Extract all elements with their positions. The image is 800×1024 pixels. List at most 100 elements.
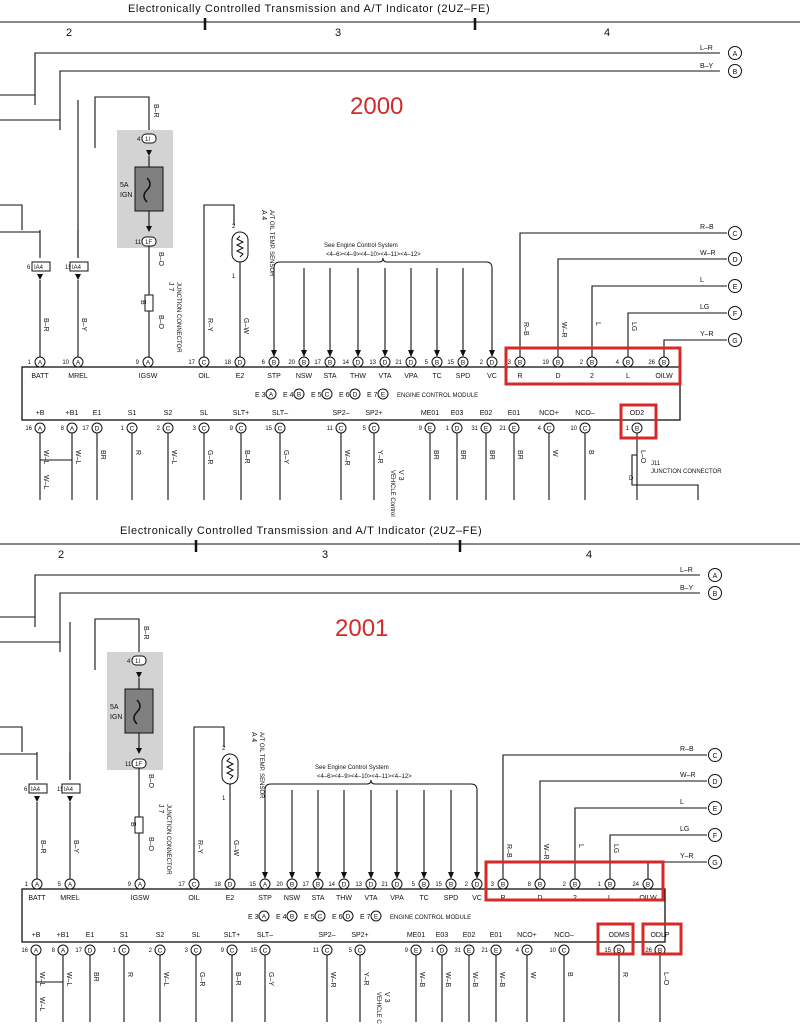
connector-pin-letter: B [646,881,650,888]
ecm-terminal-label: SL [192,932,201,939]
component-id: V 3 [383,992,390,1003]
ecm-terminal-label: SPD [444,895,458,902]
connector-circle: C [728,226,742,240]
connector-pin-letter: E [484,425,489,432]
wire-color-label: BR [459,450,466,460]
connector-pin-letter: B [635,425,639,432]
ecm-terminal-label: E01 [490,932,503,939]
see-ecs-pages: <4–6><4–9><4–10><4–11><4–12> [317,774,412,780]
ecm-terminal-label: SP2+ [351,932,368,939]
connector-circle: E [728,279,742,293]
connector-label: IA4 [64,787,74,793]
ecm-terminal-label: IGSW [131,895,150,902]
wire-color-label: W–R [560,322,567,338]
connector-circle: A [728,46,742,60]
pin-number: 17 [302,882,309,888]
component-name: VEHICLE Control [389,470,395,517]
ecm-connector-letter-letter: D [353,391,358,398]
connector-pin-letter: C [525,947,530,954]
wire-color-label: R–B [522,322,529,336]
wire-color-label: R [126,972,133,977]
connector-pin-letter: C [158,947,163,954]
ecm-connector-letter-letter: A [262,913,267,920]
pin-number: 6 [24,787,28,793]
pin-number: 5 [58,882,62,888]
wire-color-label: W [551,450,558,457]
connector-pin-letter: D [95,425,100,432]
connector-pin-letter: C [194,947,199,954]
component-id: V 3 [397,470,404,481]
zone-number: 3 [335,27,341,39]
connector-pin-letter: D [238,359,243,366]
ecm-terminal-label: D [555,373,560,380]
connector-pin: A [34,422,46,434]
connector-pin: D [405,356,417,368]
wire-color-label: W [529,972,536,979]
highlight-box [596,922,635,956]
ecm-connector-letter: D [349,388,361,400]
wire-color-label: B–Y [700,63,714,70]
pin-number: 1 [598,882,602,888]
ecm-terminal-label: MREL [60,895,80,902]
ecm-terminal-label: VC [472,895,482,902]
wire-color-label: W–L [38,997,45,1012]
junction-block [134,816,144,834]
ecm-body [21,366,681,421]
connector-pin-letter: B [501,881,505,888]
pin-number: 17 [314,360,321,366]
page-title: Electronically Controlled Transmission a… [128,3,490,15]
wire-color-label: W–L [42,475,49,490]
wire-color-label: R–B [505,844,512,858]
component-id: J 7 [167,282,174,291]
pin-number: 17 [178,882,185,888]
connector-pin-letter: C [278,425,283,432]
year-label: 2001 [335,615,388,642]
wire-color-label: B–R [234,972,241,986]
connector-pin: B [298,356,310,368]
connector-circle: F [728,306,742,320]
connector-circle: C [708,748,722,762]
connector-circle-letter: E [713,806,718,813]
connector-pin: D [451,422,463,434]
connector-circle: A [708,568,722,582]
ecm-terminal-label: VTA [364,895,377,902]
connector-label: IA4 [34,265,44,271]
pin-number: 15 [265,426,272,432]
wire-color-label: G–Y [282,450,289,464]
wire-color-label: LG [700,304,709,311]
pin-number: 17 [188,360,195,366]
pin-number: 8 [528,882,532,888]
pin-number: 1 [28,360,32,366]
connector-pin-letter: B [302,359,306,366]
ecm-terminal-label: VC [487,373,497,380]
connector-pin: A [66,422,78,434]
wire-color-label: G–W [242,318,249,334]
wire-color-label: L [700,277,704,284]
ecm-terminal-label: STA [311,895,324,902]
wire-color-label: W–L [162,972,169,987]
pin-number: 15 [65,265,72,271]
ecm-connector-letter: E [370,910,382,922]
connector-pin-letter: B [435,359,439,366]
wire-color-label: W–L [170,450,177,465]
connector-pin-letter: A [76,359,81,366]
pin-number: 10 [62,360,69,366]
connector-pin-letter: E [494,947,499,954]
pin-number: 3 [193,426,197,432]
ecm-connector-letter-letter: D [346,913,351,920]
pin-number: 1 [446,426,450,432]
ecm-terminal-label: SP2+ [365,410,382,417]
pin-number: 10 [549,948,556,954]
connector-pin: D [234,356,246,368]
wire-color-label: B [129,822,136,827]
ecm-terminal-label: S1 [120,932,129,939]
ecm-terminal-label: R [517,373,522,380]
wire-color-label: B–R [42,318,49,332]
pin-number: 1 [25,882,29,888]
ecm-terminal-label: ODLP [650,932,669,939]
connector-pin-letter: E [414,947,419,954]
wire-color-label: L–O [639,450,646,464]
connector-pin-letter: D [369,881,374,888]
ecm-terminal-label: SLT+ [224,932,240,939]
connector-pin-letter: B [662,359,666,366]
